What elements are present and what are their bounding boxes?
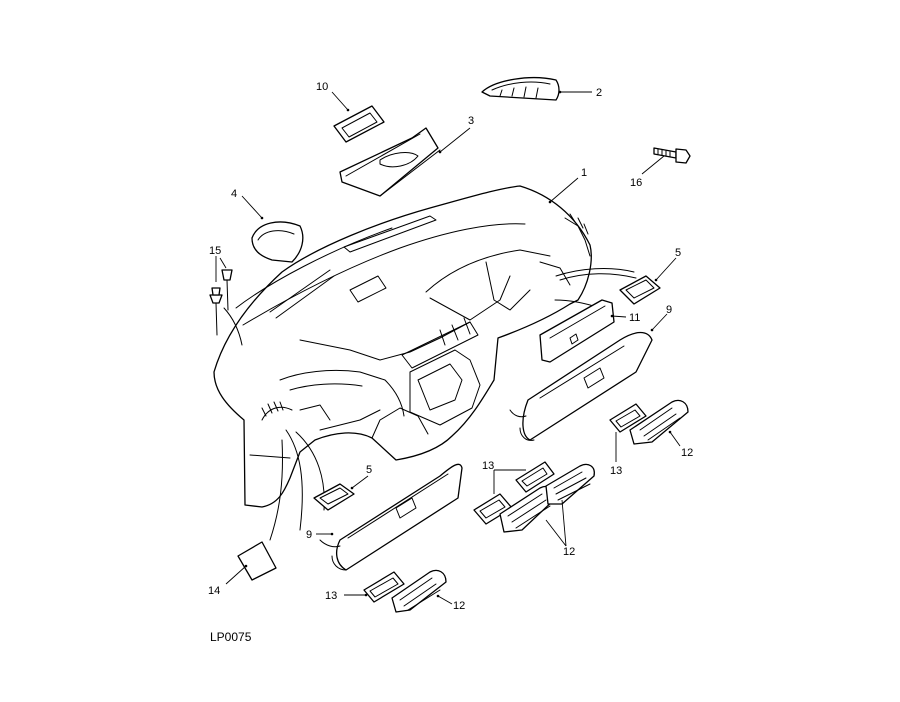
part-12-center-vents: [499, 463, 595, 533]
part-12-lower-vent: [391, 569, 447, 613]
callout-labels: 1 2 3 4 5 5 9 9 10 11 12 12 12 13 13 13 …: [208, 81, 693, 644]
callout-5-upper: 5: [675, 247, 681, 259]
fascia-panel: [213, 185, 592, 508]
callout-14: 14: [208, 585, 220, 597]
part-14-cover: [237, 541, 277, 581]
part-16-bolt: [653, 147, 691, 164]
callout-15: 15: [209, 245, 221, 257]
callout-2: 2: [596, 87, 602, 99]
callout-9-upper: 9: [666, 304, 672, 316]
part-10-vent-surround: [333, 105, 385, 143]
diagram-reference-code: LP0075: [210, 630, 252, 644]
callout-12-lower: 12: [453, 600, 465, 612]
leader-lines: [215, 90, 681, 605]
callout-13-right: 13: [610, 465, 622, 477]
part-5-lower-badge: [313, 483, 355, 511]
part-12-right-vent: [629, 399, 689, 445]
part-2-top-cover: [481, 77, 560, 101]
callout-4: 4: [231, 188, 237, 200]
callout-13-center: 13: [482, 460, 494, 472]
callout-9-lower: 9: [306, 529, 312, 541]
callout-12-center: 12: [563, 546, 575, 558]
callout-10: 10: [316, 81, 328, 93]
part-3-panel: [339, 127, 441, 197]
callout-3: 3: [468, 115, 474, 127]
part-4-cover: [251, 221, 304, 263]
part-15-fixing-clips: [209, 269, 233, 336]
fascia-harness-leads: [223, 268, 637, 541]
part-9-lower-glovebox: [319, 463, 463, 571]
part-13-right-bezel: [609, 403, 647, 433]
part-11-switch-pack: [539, 299, 615, 363]
part-9-upper-glovebox: [509, 331, 653, 441]
callout-16: 16: [630, 177, 642, 189]
callout-11: 11: [629, 312, 640, 324]
callout-12-right: 12: [681, 447, 693, 459]
callout-5-lower: 5: [366, 464, 372, 476]
callout-13-lower: 13: [325, 590, 337, 602]
callout-1: 1: [581, 167, 587, 179]
part-5-upper-badge: [619, 275, 661, 305]
part-13-lower-bezel: [363, 571, 405, 603]
